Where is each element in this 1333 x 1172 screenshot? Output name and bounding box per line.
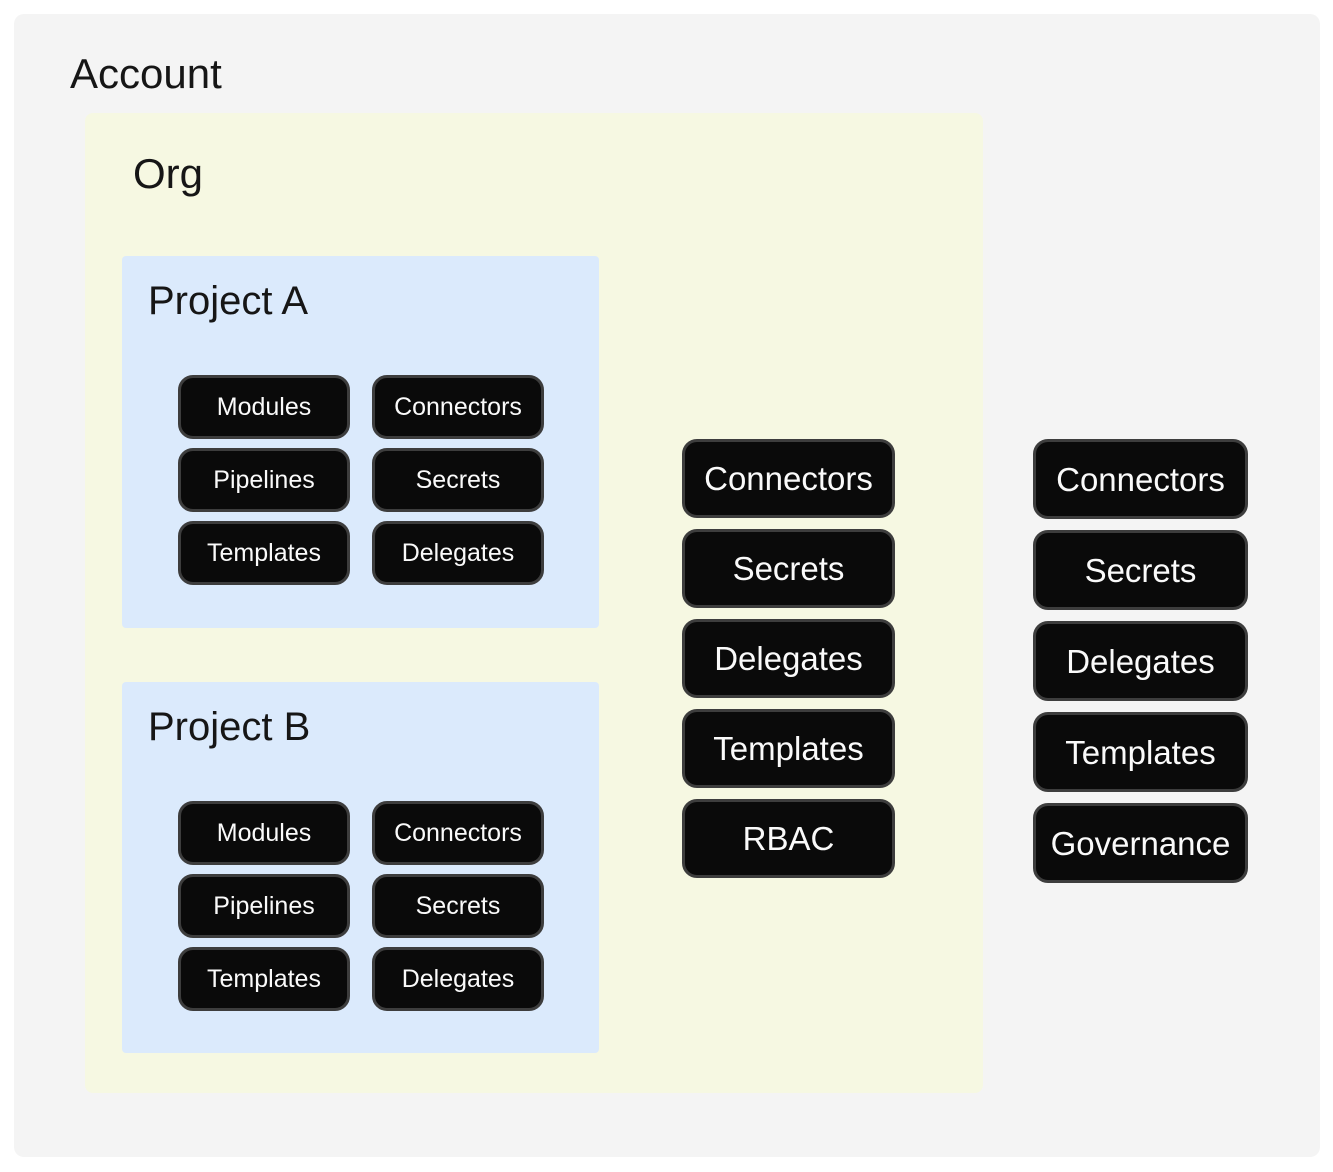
project-a-node-connectors: Connectors <box>372 375 544 439</box>
project-b-node-delegates: Delegates <box>372 947 544 1011</box>
org-node-templates: Templates <box>682 709 895 788</box>
project-a-title: Project A <box>148 279 309 323</box>
org-node-connectors: Connectors <box>682 439 895 518</box>
project-a-node-modules: Modules <box>178 375 350 439</box>
project-a-node-grid: Modules Connectors Pipelines Secrets Tem… <box>178 375 544 585</box>
project-a-node-delegates: Delegates <box>372 521 544 585</box>
org-node-rbac: RBAC <box>682 799 895 878</box>
project-a-node-pipelines: Pipelines <box>178 448 350 512</box>
project-b-title: Project B <box>148 705 311 749</box>
org-node-secrets: Secrets <box>682 529 895 608</box>
project-b-node-pipelines: Pipelines <box>178 874 350 938</box>
account-node-governance: Governance <box>1033 803 1248 883</box>
account-node-templates: Templates <box>1033 712 1248 792</box>
account-node-stack: Connectors Secrets Delegates Templates G… <box>1033 439 1248 883</box>
account-node-secrets: Secrets <box>1033 530 1248 610</box>
project-a-node-secrets: Secrets <box>372 448 544 512</box>
project-b-node-grid: Modules Connectors Pipelines Secrets Tem… <box>178 801 544 1011</box>
org-node-delegates: Delegates <box>682 619 895 698</box>
project-b-node-connectors: Connectors <box>372 801 544 865</box>
account-node-connectors: Connectors <box>1033 439 1248 519</box>
project-a-node-templates: Templates <box>178 521 350 585</box>
account-title: Account <box>70 50 222 97</box>
project-b-node-modules: Modules <box>178 801 350 865</box>
account-node-delegates: Delegates <box>1033 621 1248 701</box>
project-b-node-templates: Templates <box>178 947 350 1011</box>
project-b-container: Project B Modules Connectors Pipelines S… <box>122 682 599 1053</box>
org-node-stack: Connectors Secrets Delegates Templates R… <box>682 439 895 878</box>
org-container: Org Project A Modules Connectors Pipelin… <box>85 113 983 1093</box>
org-title: Org <box>133 150 204 197</box>
project-a-container: Project A Modules Connectors Pipelines S… <box>122 256 599 628</box>
account-container: Account Org Project A Modules Connectors… <box>14 14 1320 1157</box>
project-b-node-secrets: Secrets <box>372 874 544 938</box>
